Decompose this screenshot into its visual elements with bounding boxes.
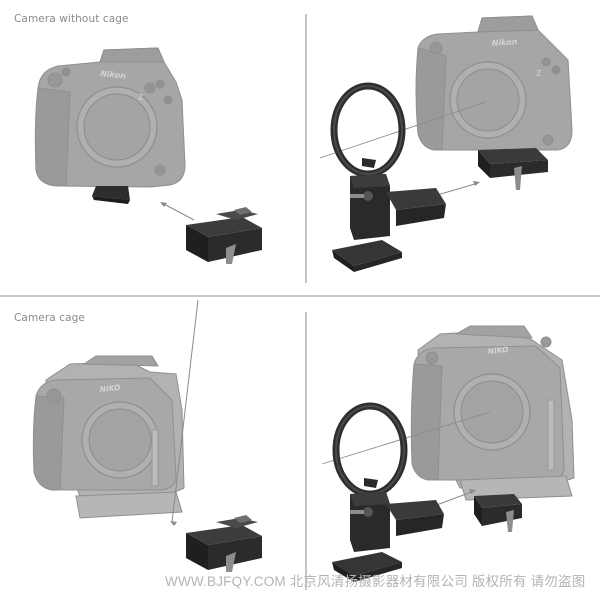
quick-release-clamp-icon: [186, 207, 262, 264]
caged-camera-body-icon: [410, 325, 575, 501]
camera-body-icon: [415, 15, 573, 151]
camera-clamp-icon: [474, 494, 522, 532]
section-title-without-cage: Camera without cage: [14, 13, 129, 25]
camera-model-mark: Z: [536, 69, 542, 78]
vertical-divider-bottom: [305, 312, 307, 590]
section-title-camera-cage: Camera cage: [14, 312, 85, 324]
horizontal-divider: [0, 295, 600, 297]
quick-release-clamp-icon: [186, 515, 262, 572]
camera-brand-mark: NIKO: [487, 345, 509, 356]
camera-brand-mark: Nikon: [100, 69, 127, 81]
rotating-mount-plate-icon: [332, 402, 444, 582]
camera-model-mark: Z: [138, 93, 144, 102]
camera-clamp-icon: [478, 148, 548, 190]
rotating-mount-plate-icon: [330, 82, 446, 272]
camera-illustration: Nikon Z: [34, 47, 262, 264]
panel-camera-cage-rotating-mount: NIKO: [310, 300, 600, 595]
copyright-watermark: WWW.BJFQY.COM 北京风清扬摄影器材有限公司 版权所有 请勿盗图: [165, 574, 586, 589]
camera-baseplate-icon: [92, 186, 130, 204]
direction-arrow-icon: [170, 299, 199, 526]
camera-brand-mark: NIKO: [99, 383, 121, 394]
caged-camera-body-icon: [32, 355, 185, 519]
direction-arrow-icon: [433, 489, 476, 507]
vertical-divider-top: [305, 14, 307, 283]
camera-brand-mark: Nikon: [492, 37, 519, 48]
camera-body-icon: [34, 47, 186, 188]
direction-arrow-icon: [433, 181, 480, 197]
camera-illustration: NIKO: [321, 325, 575, 582]
panel-camera-without-cage-clamp: Nikon Z: [0, 0, 300, 295]
panel-camera-cage-clamp: NIKO: [0, 299, 300, 595]
camera-illustration: NIKO: [32, 299, 262, 572]
direction-arrow-icon: [160, 202, 195, 221]
camera-illustration: Nikon Z: [319, 15, 573, 272]
panel-camera-without-cage-rotating-mount: Nikon Z: [310, 0, 600, 295]
